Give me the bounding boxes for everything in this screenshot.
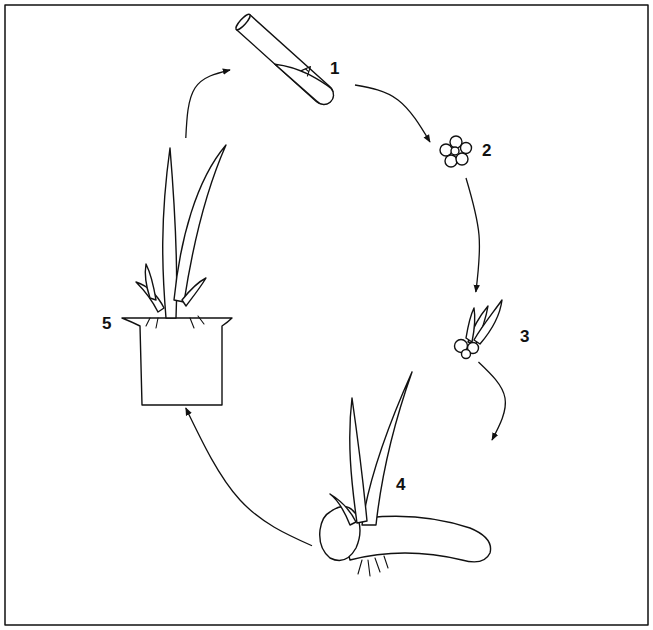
cycle-arrow — [186, 70, 230, 138]
cycle-arrow — [355, 85, 430, 142]
callout-number: 1 — [330, 60, 339, 77]
frame — [5, 5, 648, 625]
stage-node: 1 — [230, 12, 355, 112]
cycle-arrow — [466, 178, 480, 292]
stage-node: 4 — [312, 368, 492, 593]
callout-number: 2 — [482, 142, 491, 159]
stage-node: 5 — [100, 138, 232, 408]
cycle-arrow — [186, 408, 312, 546]
shoot — [455, 300, 503, 359]
cycle-arrow — [478, 362, 505, 440]
stage-node: 3 — [448, 292, 535, 362]
callout-number: 4 — [396, 476, 405, 493]
callout-number: 3 — [520, 328, 529, 345]
callus-cluster — [440, 136, 472, 167]
callout-number: 5 — [102, 315, 111, 332]
test-tube — [234, 11, 339, 109]
rhizome-plant — [320, 372, 491, 576]
potted-plant — [122, 145, 232, 405]
stage-node: 2 — [430, 128, 502, 178]
